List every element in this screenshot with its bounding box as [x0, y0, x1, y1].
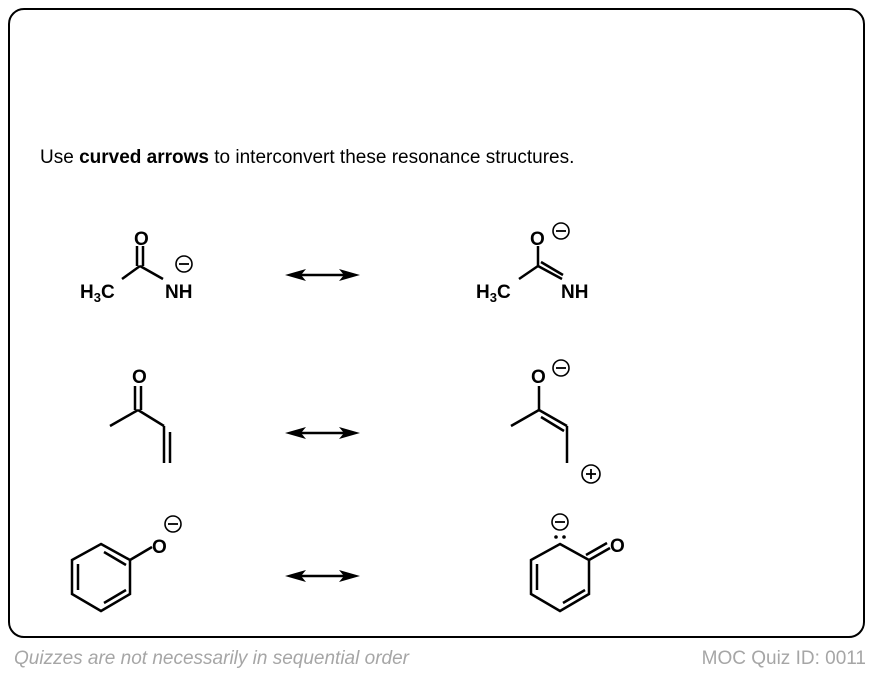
svg-text:O: O	[152, 537, 167, 558]
cyclohexadienone-anion-structure: O	[529, 513, 625, 613]
enolate-cation-structure: O	[510, 359, 601, 484]
negative-charge-icon	[551, 513, 569, 531]
footer-note: Quizzes are not necessarily in sequentia…	[14, 648, 409, 669]
phenoxide-structure: O	[70, 515, 182, 613]
positive-charge-icon	[581, 464, 601, 484]
imidate-anion-structure: O H3C NH	[476, 222, 588, 305]
svg-text:O: O	[530, 229, 545, 250]
svg-text:O: O	[610, 536, 625, 557]
svg-text:O: O	[531, 367, 546, 388]
resonance-arrow	[283, 267, 362, 283]
svg-text:H3C: H3C	[476, 282, 511, 305]
resonance-arrow	[283, 425, 362, 441]
negative-charge-icon	[164, 515, 182, 533]
resonance-arrow	[283, 568, 362, 584]
svg-text:O: O	[134, 229, 149, 250]
negative-charge-icon	[552, 359, 570, 377]
svg-text:NH: NH	[561, 282, 588, 303]
negative-charge-icon	[175, 255, 193, 273]
enone-structure: O	[109, 367, 172, 463]
svg-text:O: O	[132, 367, 147, 388]
negative-charge-icon	[552, 222, 570, 240]
quiz-card	[8, 8, 865, 638]
question-prompt: Use curved arrows to interconvert these …	[40, 147, 575, 168]
svg-text:H3C: H3C	[80, 282, 115, 305]
amide-anion-structure: O H3C NH	[80, 229, 193, 305]
svg-text:NH: NH	[165, 282, 192, 303]
quiz-id: MOC Quiz ID: 0011	[701, 648, 866, 669]
